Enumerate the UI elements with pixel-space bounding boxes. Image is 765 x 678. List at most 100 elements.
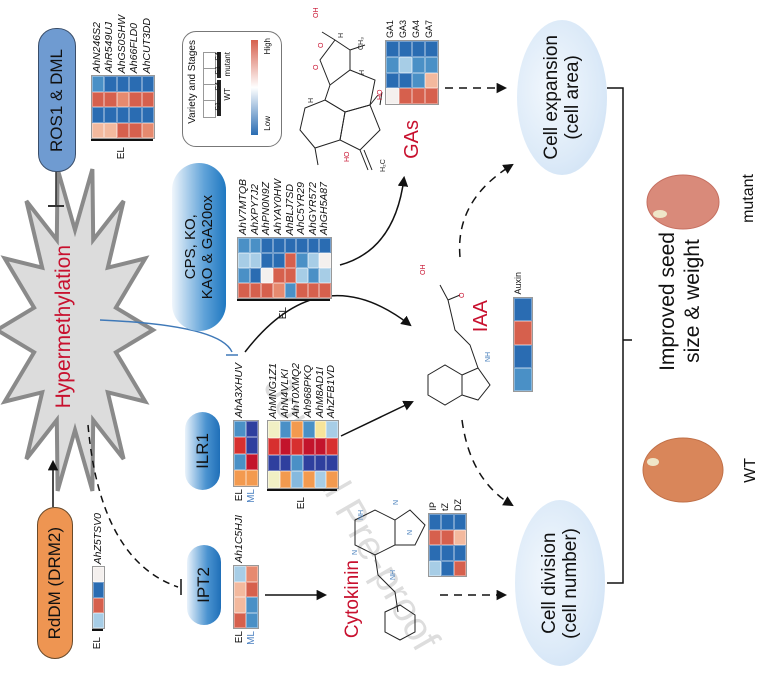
heatmap-cell (296, 253, 308, 268)
heatmap-cell (249, 253, 262, 268)
heatmap-cell (296, 238, 308, 253)
iaa-label: IAA (470, 300, 492, 333)
gene-label: AhGH5A87 (318, 181, 331, 235)
heatmap-cell (441, 514, 454, 530)
legend-wt-s1: S1 (215, 102, 222, 111)
heatmap-cell (116, 76, 130, 92)
heatmap-cell (234, 453, 246, 470)
heatmap-cell (246, 581, 258, 597)
heatmap-cell (514, 367, 532, 391)
heatmap-cell (129, 107, 142, 123)
gene-label: AhZ5TSV0 (92, 512, 104, 564)
gene-label: AhT0XMQ2 (290, 363, 303, 418)
heatmap-cell (234, 421, 246, 438)
heatmap-ilr1-stages (233, 420, 259, 487)
heatmap-cell (261, 283, 273, 298)
legend-color-scale (251, 40, 258, 135)
heatmap-cell (303, 454, 315, 472)
gene-label: AhZFB1VD (325, 364, 338, 418)
heatmap-cell (386, 41, 399, 57)
heatmap-cell (141, 122, 154, 138)
heatmap-cell (314, 471, 327, 488)
stage-bar (92, 629, 103, 631)
gene-label: AhGYR572 (306, 181, 319, 235)
heatmap-cell (116, 107, 130, 123)
cell-division-node: Cell division (cell number) (515, 500, 605, 666)
wt-seed-hilum (647, 458, 659, 466)
heatmap-cell (399, 72, 412, 89)
heatmap-cell (429, 529, 442, 545)
heatmap-cell (412, 88, 425, 104)
heatmap-cell (425, 72, 438, 89)
stage-label: EL (116, 147, 127, 160)
heatmap-cell (284, 238, 297, 253)
heatmap-cell (319, 268, 331, 283)
heatmap-cell (234, 597, 246, 613)
heatmap-cell (238, 283, 250, 298)
heatmap-cell (93, 612, 104, 628)
gene-label: AhR549UJ (103, 22, 116, 73)
legend-mutant-s1: S1 (215, 66, 222, 75)
heatmap-cell (399, 88, 412, 104)
gene-label: Auxin (513, 272, 523, 295)
atom-oh-iaa: OH (420, 265, 427, 276)
heatmap-cell (319, 253, 331, 268)
heatmap-cell (296, 283, 308, 298)
heatmap-cell (326, 437, 338, 455)
atom-o: O (318, 42, 325, 48)
wt-label: WT (742, 458, 759, 483)
heatmap-cell (129, 91, 142, 107)
legend-sample-boxes (203, 52, 216, 118)
atom-ho2: HO (344, 151, 351, 162)
heatmap-cell (93, 567, 104, 583)
heatmap-cell (234, 612, 246, 628)
cps-ko-kao-ga20ox-label: CPS, KO, KAO & GA20ox (182, 194, 216, 300)
heatmap-cell (326, 454, 338, 472)
heatmap-cell (307, 283, 320, 298)
rddm-drm2-label: RdDM (DRM2) (45, 526, 64, 640)
atom-h3: H (308, 98, 315, 103)
heatmap-cell (303, 421, 315, 438)
stage-bar (237, 299, 330, 301)
legend-wt-s4: S4 (215, 82, 222, 91)
heatmap-cell (279, 471, 292, 488)
atom-o2: O (313, 64, 320, 70)
heatmap-gene-labels: Ah1C5HJI (233, 495, 257, 563)
heatmap-cell (141, 107, 154, 123)
stage-label: EL (296, 497, 307, 510)
heatmap-cell (92, 107, 105, 123)
heatmap-cell (399, 41, 412, 57)
heatmap-cell (453, 529, 466, 545)
heatmap-cell (104, 91, 117, 107)
heatmap-cell (307, 268, 320, 283)
heatmap-cell (246, 437, 258, 454)
heatmap-cell (307, 253, 320, 268)
mutant-label: mutant (740, 174, 757, 223)
blue-inhibit-ilr1 (99, 319, 233, 353)
heatmap-ipt2 (233, 565, 259, 629)
legend-mutant-label: mutant (223, 52, 232, 77)
heatmap-cell (412, 56, 425, 73)
heatmap-cell (234, 469, 246, 486)
heatmap-cell (104, 122, 117, 138)
cps-ko-kao-ga20ox-node: CPS, KO, KAO & GA20ox (172, 163, 226, 331)
heatmap-cell (326, 421, 338, 438)
dashed-inhibit-ipt2 (87, 424, 179, 588)
heatmap-rddm (92, 566, 105, 629)
arrow-ilr1-heatmap-to-iaa (340, 400, 414, 437)
stage-label: EL (91, 637, 103, 650)
heatmap-cell (514, 344, 532, 368)
gene-label: Ah66FLD0 (128, 22, 141, 73)
heatmap-gene-labels: Auxin (513, 227, 531, 295)
dashed-iaa-to-division (461, 419, 514, 507)
gene-label: AhN4VLKI (278, 368, 291, 418)
legend-mutant-s4: S4 (215, 52, 222, 61)
heatmap-cell (429, 545, 442, 561)
ilr1-label: ILR1 (192, 433, 212, 469)
heatmap-cell (272, 283, 285, 298)
heatmap-cell (104, 76, 117, 92)
gene-label: AhMNG1Z1 (267, 362, 279, 418)
gene-label: AhBLJ7SD (283, 183, 296, 235)
